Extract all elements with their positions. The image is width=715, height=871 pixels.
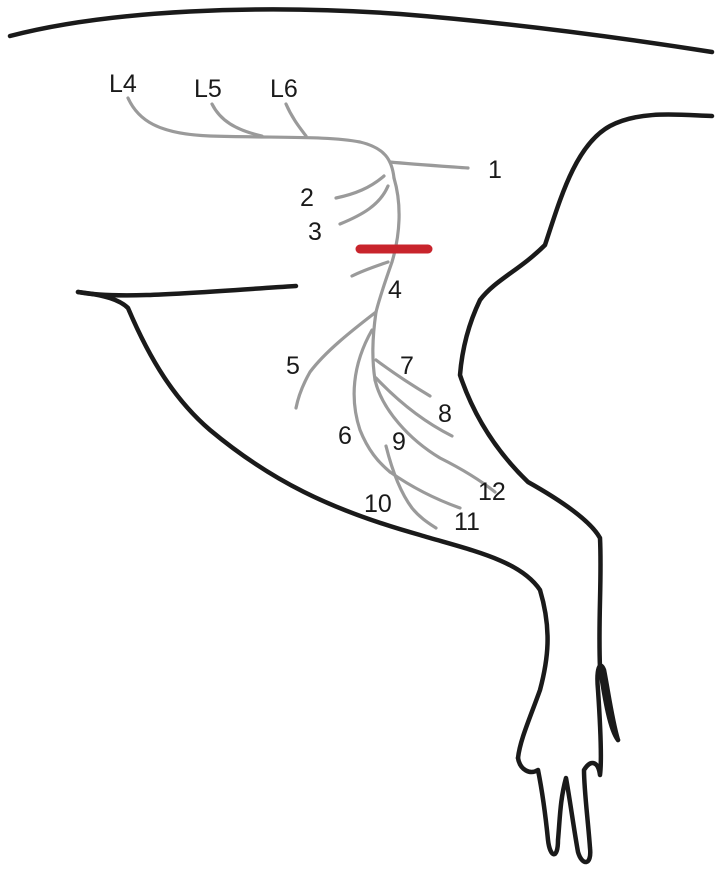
branch-2-nerve: [336, 176, 384, 198]
branch-4-nerve: [352, 262, 388, 276]
label-branch-9: 9: [392, 428, 406, 456]
root-l4-nerve: [128, 98, 394, 178]
label-branch-7: 7: [400, 352, 414, 380]
label-branch-4: 4: [388, 276, 402, 304]
label-branch-11: 11: [454, 508, 480, 536]
branch-5-nerve: [296, 312, 376, 408]
nerve-branches: [128, 98, 495, 528]
label-branch-1: 1: [488, 156, 502, 184]
root-l6-nerve: [286, 104, 306, 136]
back-outline: [10, 9, 712, 52]
label-l4: L4: [109, 70, 137, 98]
abdomen-outline: [78, 286, 296, 295]
label-branch-6: 6: [338, 422, 352, 450]
label-branch-5: 5: [286, 352, 300, 380]
root-labels: L4 L5 L6: [109, 70, 298, 103]
label-branch-8: 8: [438, 400, 452, 428]
label-branch-2: 2: [300, 184, 314, 212]
label-branch-10: 10: [364, 490, 392, 518]
label-branch-3: 3: [308, 218, 322, 246]
hind-limb-front-outline: [460, 114, 712, 740]
branch-3-nerve: [340, 186, 388, 224]
root-l5-nerve: [212, 104, 262, 136]
label-l6: L6: [270, 75, 298, 103]
label-branch-12: 12: [478, 478, 506, 506]
branch-1-nerve: [390, 162, 468, 168]
label-l5: L5: [194, 75, 222, 103]
